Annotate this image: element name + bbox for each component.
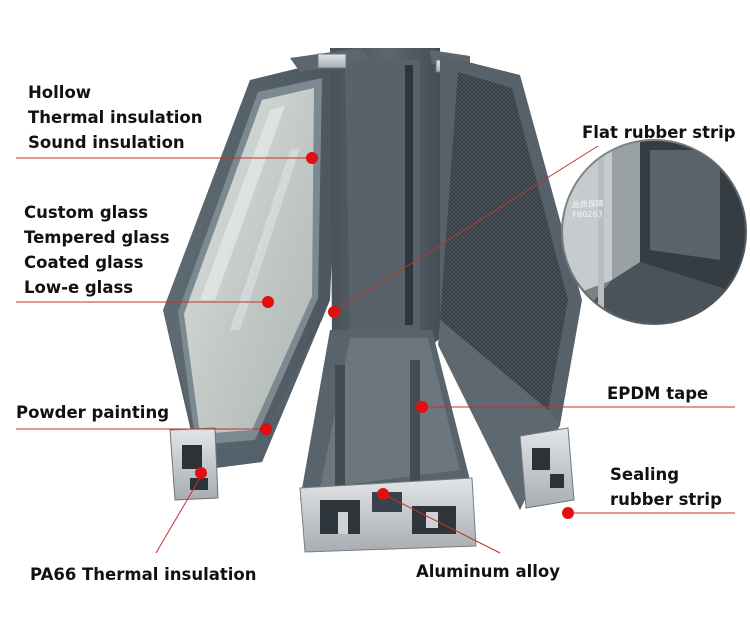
marker-epdm bbox=[416, 401, 428, 413]
inset-glass-mark: 品质保障 FB0263 bbox=[571, 199, 604, 220]
callout-sealing-rubber-strip: Sealing rubber strip bbox=[610, 462, 722, 512]
callout-hollow: Hollow Thermal insulation Sound insulati… bbox=[28, 80, 202, 155]
marker-hollow bbox=[306, 152, 318, 164]
callout-pa66: PA66 Thermal insulation bbox=[30, 565, 257, 584]
callout-sealing-line-2: rubber strip bbox=[610, 490, 722, 509]
callout-powder-painting: Powder painting bbox=[16, 403, 170, 422]
marker-powder bbox=[260, 423, 272, 435]
callout-sealing-line-1: Sealing bbox=[610, 465, 680, 484]
callout-flat-rubber-strip: Flat rubber strip bbox=[582, 123, 736, 142]
marker-flat-rubber bbox=[328, 306, 340, 318]
marker-aluminum bbox=[377, 488, 389, 500]
right-sash-mesh bbox=[438, 55, 582, 510]
callout-hollow-line-2: Thermal insulation bbox=[28, 108, 203, 127]
callout-glass-line-1: Custom glass bbox=[24, 203, 149, 222]
callout-hollow-line-3: Sound insulation bbox=[28, 133, 185, 152]
detail-inset bbox=[561, 139, 747, 325]
callout-glass-line-3: Coated glass bbox=[24, 253, 144, 272]
marker-glass bbox=[262, 296, 274, 308]
leader-aluminum bbox=[382, 493, 501, 554]
leader-pa66 bbox=[155, 477, 201, 554]
callout-aluminum-alloy: Aluminum alloy bbox=[416, 562, 560, 581]
leader-lines bbox=[16, 145, 735, 554]
callout-epdm-tape: EPDM tape bbox=[607, 384, 709, 403]
leader-flat-rubber bbox=[333, 145, 599, 313]
callout-hollow-line-1: Hollow bbox=[28, 83, 92, 102]
marker-sealing bbox=[562, 507, 574, 519]
bottom-track bbox=[299, 330, 477, 553]
callout-glass-line-4: Low-e glass bbox=[24, 278, 134, 297]
callout-glass: Custom glass Tempered glass Coated glass… bbox=[24, 200, 170, 300]
callout-glass-line-2: Tempered glass bbox=[24, 228, 170, 247]
left-sash bbox=[163, 58, 340, 501]
marker-pa66 bbox=[195, 467, 207, 479]
